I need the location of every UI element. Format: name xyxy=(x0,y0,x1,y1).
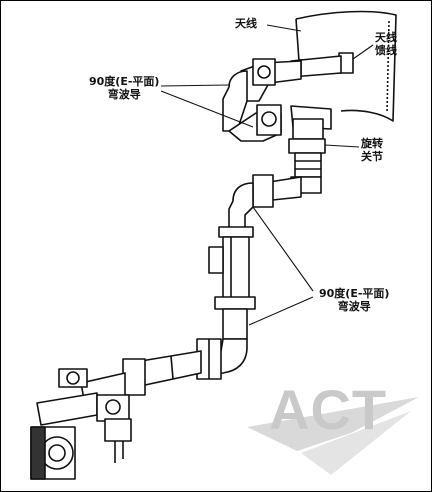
antenna-panel xyxy=(295,10,397,122)
rotary-joint-label-line1: 旋转 xyxy=(361,137,383,150)
antenna-feed xyxy=(290,52,354,78)
rotary-joint-label: 旋转 关节 xyxy=(361,137,383,163)
upper-bend-label-line2: 弯波导 xyxy=(107,88,141,101)
act-logo-text: ACT xyxy=(269,378,388,441)
rotary-joint-label-line2: 关节 xyxy=(361,150,383,163)
antenna-feed-label-line1: 天线 xyxy=(375,31,397,44)
lower-bend-label-line2: 弯波导 xyxy=(337,300,371,313)
rotary-joint xyxy=(288,118,326,194)
middle-waveguide xyxy=(228,174,302,234)
upper-bend-label-line1: 90度(E-平面) xyxy=(89,75,160,88)
lower-bend xyxy=(196,338,248,380)
vertical-waveguide xyxy=(208,226,256,340)
antenna-feed-label-line2: 馈线 xyxy=(375,44,397,57)
antenna-feed-label: 天线 馈线 xyxy=(375,31,397,57)
lower-bend-label: 90度(E-平面) 弯波导 xyxy=(319,287,389,313)
antenna-label: 天线 xyxy=(235,17,257,30)
act-logo-graphic xyxy=(247,397,419,475)
leader-lines xyxy=(160,24,374,326)
upper-bend-top xyxy=(222,58,302,132)
lower-bend-label-line1: 90度(E-平面) xyxy=(319,287,390,300)
upper-bend-bottom xyxy=(228,104,332,142)
transceiver-assembly xyxy=(30,368,132,480)
upper-bend-label: 90度(E-平面) 弯波导 xyxy=(89,75,159,101)
